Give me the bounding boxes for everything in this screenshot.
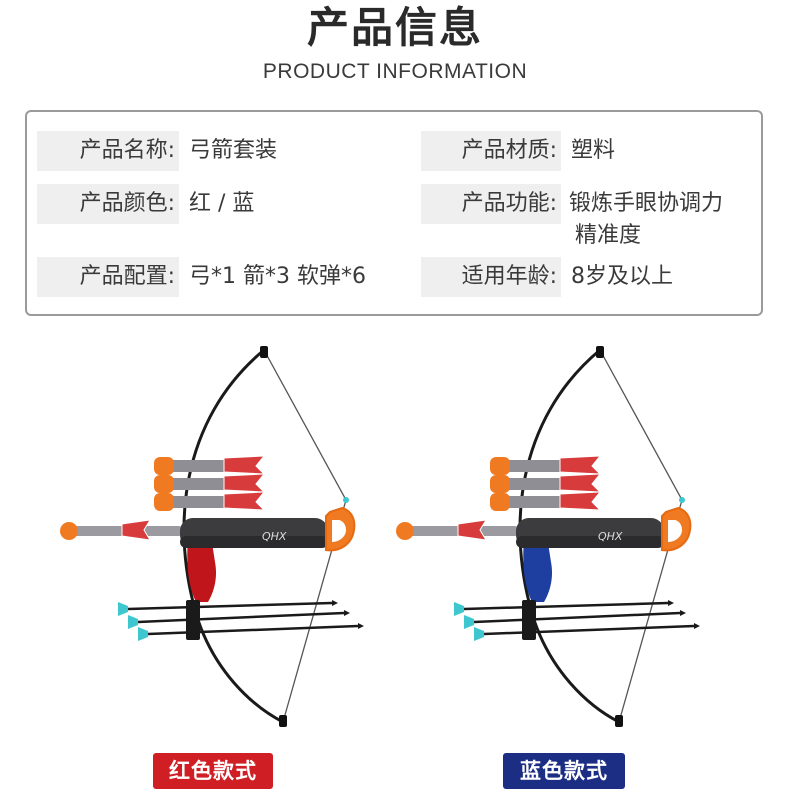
function-label: 产品功能: <box>421 184 561 224</box>
product-images: .red .grip { fill: #c0151b; } QHX QHX <box>58 344 702 729</box>
material-value: 塑料 <box>571 138 616 163</box>
info-row-material: 产品材质: 塑料 <box>421 131 615 171</box>
blue-bow-image <box>394 344 702 729</box>
product-info-table: 产品名称: 弓箭套装 产品材质: 塑料 产品颜色: 红 / 蓝 产品功能: 锻炼… <box>25 110 763 316</box>
color-value: 红 / 蓝 <box>189 191 255 216</box>
info-row-age: 适用年龄: 8岁及以上 <box>421 257 673 297</box>
material-label: 产品材质: <box>421 131 561 171</box>
info-row-name: 产品名称: 弓箭套装 <box>37 131 277 171</box>
color-label: 产品颜色: <box>37 184 179 224</box>
blue-variant-label: 蓝色款式 <box>503 753 625 789</box>
red-logo-text: QHX <box>262 530 287 543</box>
function-value: 锻炼手眼协调力 精准度 <box>561 184 723 252</box>
red-bow-image: .red .grip { fill: #c0151b; } <box>58 344 366 729</box>
age-value: 8岁及以上 <box>571 264 673 289</box>
info-row-function: 产品功能: 锻炼手眼协调力 精准度 <box>421 184 723 248</box>
name-value: 弓箭套装 <box>189 138 278 163</box>
info-row-config: 产品配置: 弓*1 箭*3 软弹*6 <box>37 257 366 297</box>
page-subtitle: PRODUCT INFORMATION <box>262 60 528 83</box>
info-row-color: 产品颜色: 红 / 蓝 <box>37 184 254 224</box>
blue-logo-text: QHX <box>598 530 623 543</box>
page-title: 产品信息 <box>306 3 483 52</box>
red-variant-label: 红色款式 <box>153 753 273 789</box>
name-label: 产品名称: <box>37 131 179 171</box>
age-label: 适用年龄: <box>421 257 561 297</box>
config-label: 产品配置: <box>37 257 179 297</box>
function-value-line1: 锻炼手眼协调力 <box>569 191 724 216</box>
config-value: 弓*1 箭*3 软弹*6 <box>189 264 366 289</box>
function-value-line2: 精准度 <box>575 223 642 248</box>
